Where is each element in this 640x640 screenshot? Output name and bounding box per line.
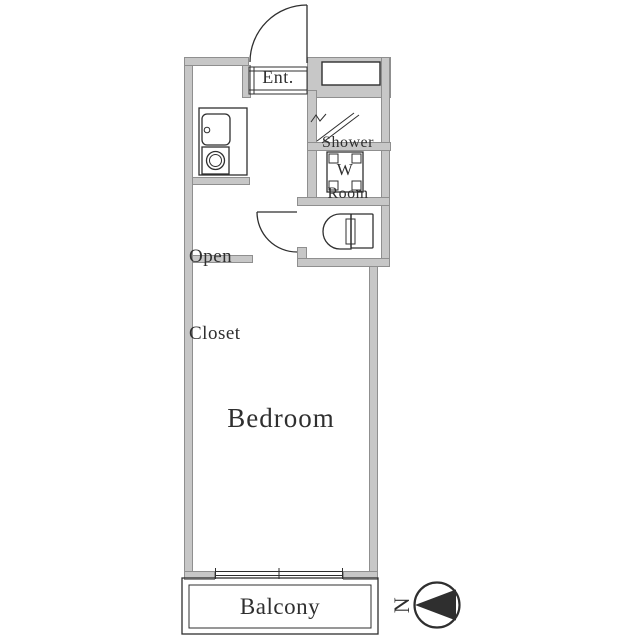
wall-toilet-top [297, 197, 390, 206]
washer-pan-icon [326, 151, 364, 193]
wall-bottom-left [184, 571, 215, 580]
wall-toilet-bottom [297, 258, 390, 267]
window-icon [215, 568, 343, 579]
shower-room-label-line2: Room [327, 185, 369, 203]
entrance-door-icon [249, 4, 308, 72]
shower-room-label-line1: Shower [322, 133, 374, 151]
bedroom-label: Bedroom [227, 403, 335, 433]
kitchen-unit-icon [198, 107, 248, 176]
toilet-icon [322, 213, 374, 250]
entrance-label: Ent. [262, 67, 294, 87]
faucet-icon [203, 126, 211, 134]
balcony-label: Balcony [239, 594, 321, 619]
entrance-step [248, 66, 308, 95]
wall-closet-stub [192, 255, 253, 263]
toilet-door-icon [256, 211, 298, 253]
wall-shower-bottom [307, 142, 391, 151]
open-closet-label: Open Closet [189, 193, 241, 398]
compass-north-label: N [389, 596, 414, 614]
shower-room-label: Shower Room [315, 99, 381, 237]
open-closet-label-line2: Closet [189, 323, 241, 345]
open-closet-label-line1: Open [189, 246, 233, 268]
wall-kitchen-stub [192, 177, 250, 185]
storage-box [321, 61, 381, 86]
north-compass-icon [413, 581, 461, 629]
wall-top-left [184, 57, 249, 66]
washer-label: W [336, 160, 354, 179]
stove-icon [201, 146, 230, 175]
balcony-outline [181, 577, 379, 635]
wall-bottom-right [343, 571, 378, 580]
shower-door-icon [310, 112, 360, 144]
wall-entrance-jamb [242, 65, 251, 98]
kitchen-sink-icon [201, 113, 231, 146]
